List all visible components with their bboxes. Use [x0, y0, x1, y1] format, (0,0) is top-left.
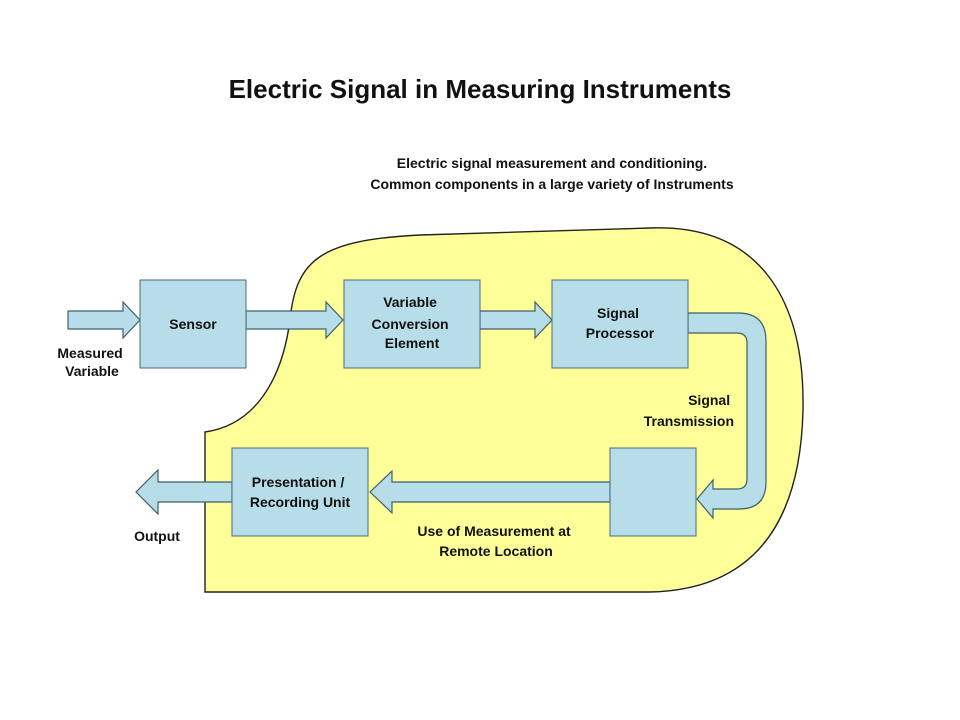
presentation-recording-block: Presentation / Recording Unit: [231, 447, 369, 537]
svg-text:Signal Transmission: Signal Transmission: [644, 392, 734, 429]
remote-to-presentation-arrow: [369, 469, 611, 515]
remote-use-label-1: Use of Measurement at: [417, 523, 571, 539]
signal-transmission-arrow: [687, 312, 767, 520]
variable-conversion-label-1: Variable: [383, 294, 437, 310]
page-title: Electric Signal in Measuring Instruments: [229, 74, 732, 104]
svg-text:Presentation / Recording: Presentation / Recording Unit: [250, 474, 351, 510]
conversion-to-processor-arrow: [479, 300, 553, 340]
presentation-label-2: Recording Unit: [250, 494, 351, 510]
signal-transmission-label-1: Signal: [688, 392, 730, 408]
output-arrow: [135, 468, 233, 516]
measured-variable-label-2: Variable: [65, 363, 119, 379]
svg-text:Output: Output: [134, 528, 180, 544]
svg-text:Variable Conversion: Variable Conversion Element: [372, 294, 453, 351]
signal-processor-label-2: Processor: [586, 325, 655, 341]
presentation-label-1: Presentation /: [252, 474, 345, 490]
measured-variable-label-1: Measured: [57, 345, 122, 361]
sensor-label: Sensor: [169, 316, 217, 332]
svg-text:Signal Processor: Signal Processor: [586, 305, 655, 341]
subtitle-line-1: Electric signal measurement and conditio…: [397, 155, 707, 171]
variable-conversion-label-2: Conversion: [372, 316, 449, 332]
signal-processor-label-1: Signal: [597, 305, 639, 321]
subtitle-line-2: Common components in a large variety of …: [370, 176, 734, 192]
signal-transmission-label-2: Transmission: [644, 413, 734, 429]
signal-processor-block: Signal Processor: [551, 279, 689, 369]
variable-conversion-label-3: Element: [385, 335, 440, 351]
input-arrow: [67, 300, 141, 340]
remote-receiver-block: [609, 447, 697, 537]
variable-conversion-block: Variable Conversion Element: [343, 279, 481, 369]
svg-text:Use of Measurement at Remo: Use of Measurement at Remote Location: [417, 523, 574, 559]
svg-text:Sensor: Sensor: [169, 316, 217, 332]
sensor-block: Sensor: [139, 279, 247, 369]
output-label: Output: [134, 528, 180, 544]
svg-text:Measured Variable: Measured Variable: [57, 345, 126, 379]
sensor-to-conversion-arrow: [245, 300, 344, 340]
remote-use-label-2: Remote Location: [439, 543, 553, 559]
